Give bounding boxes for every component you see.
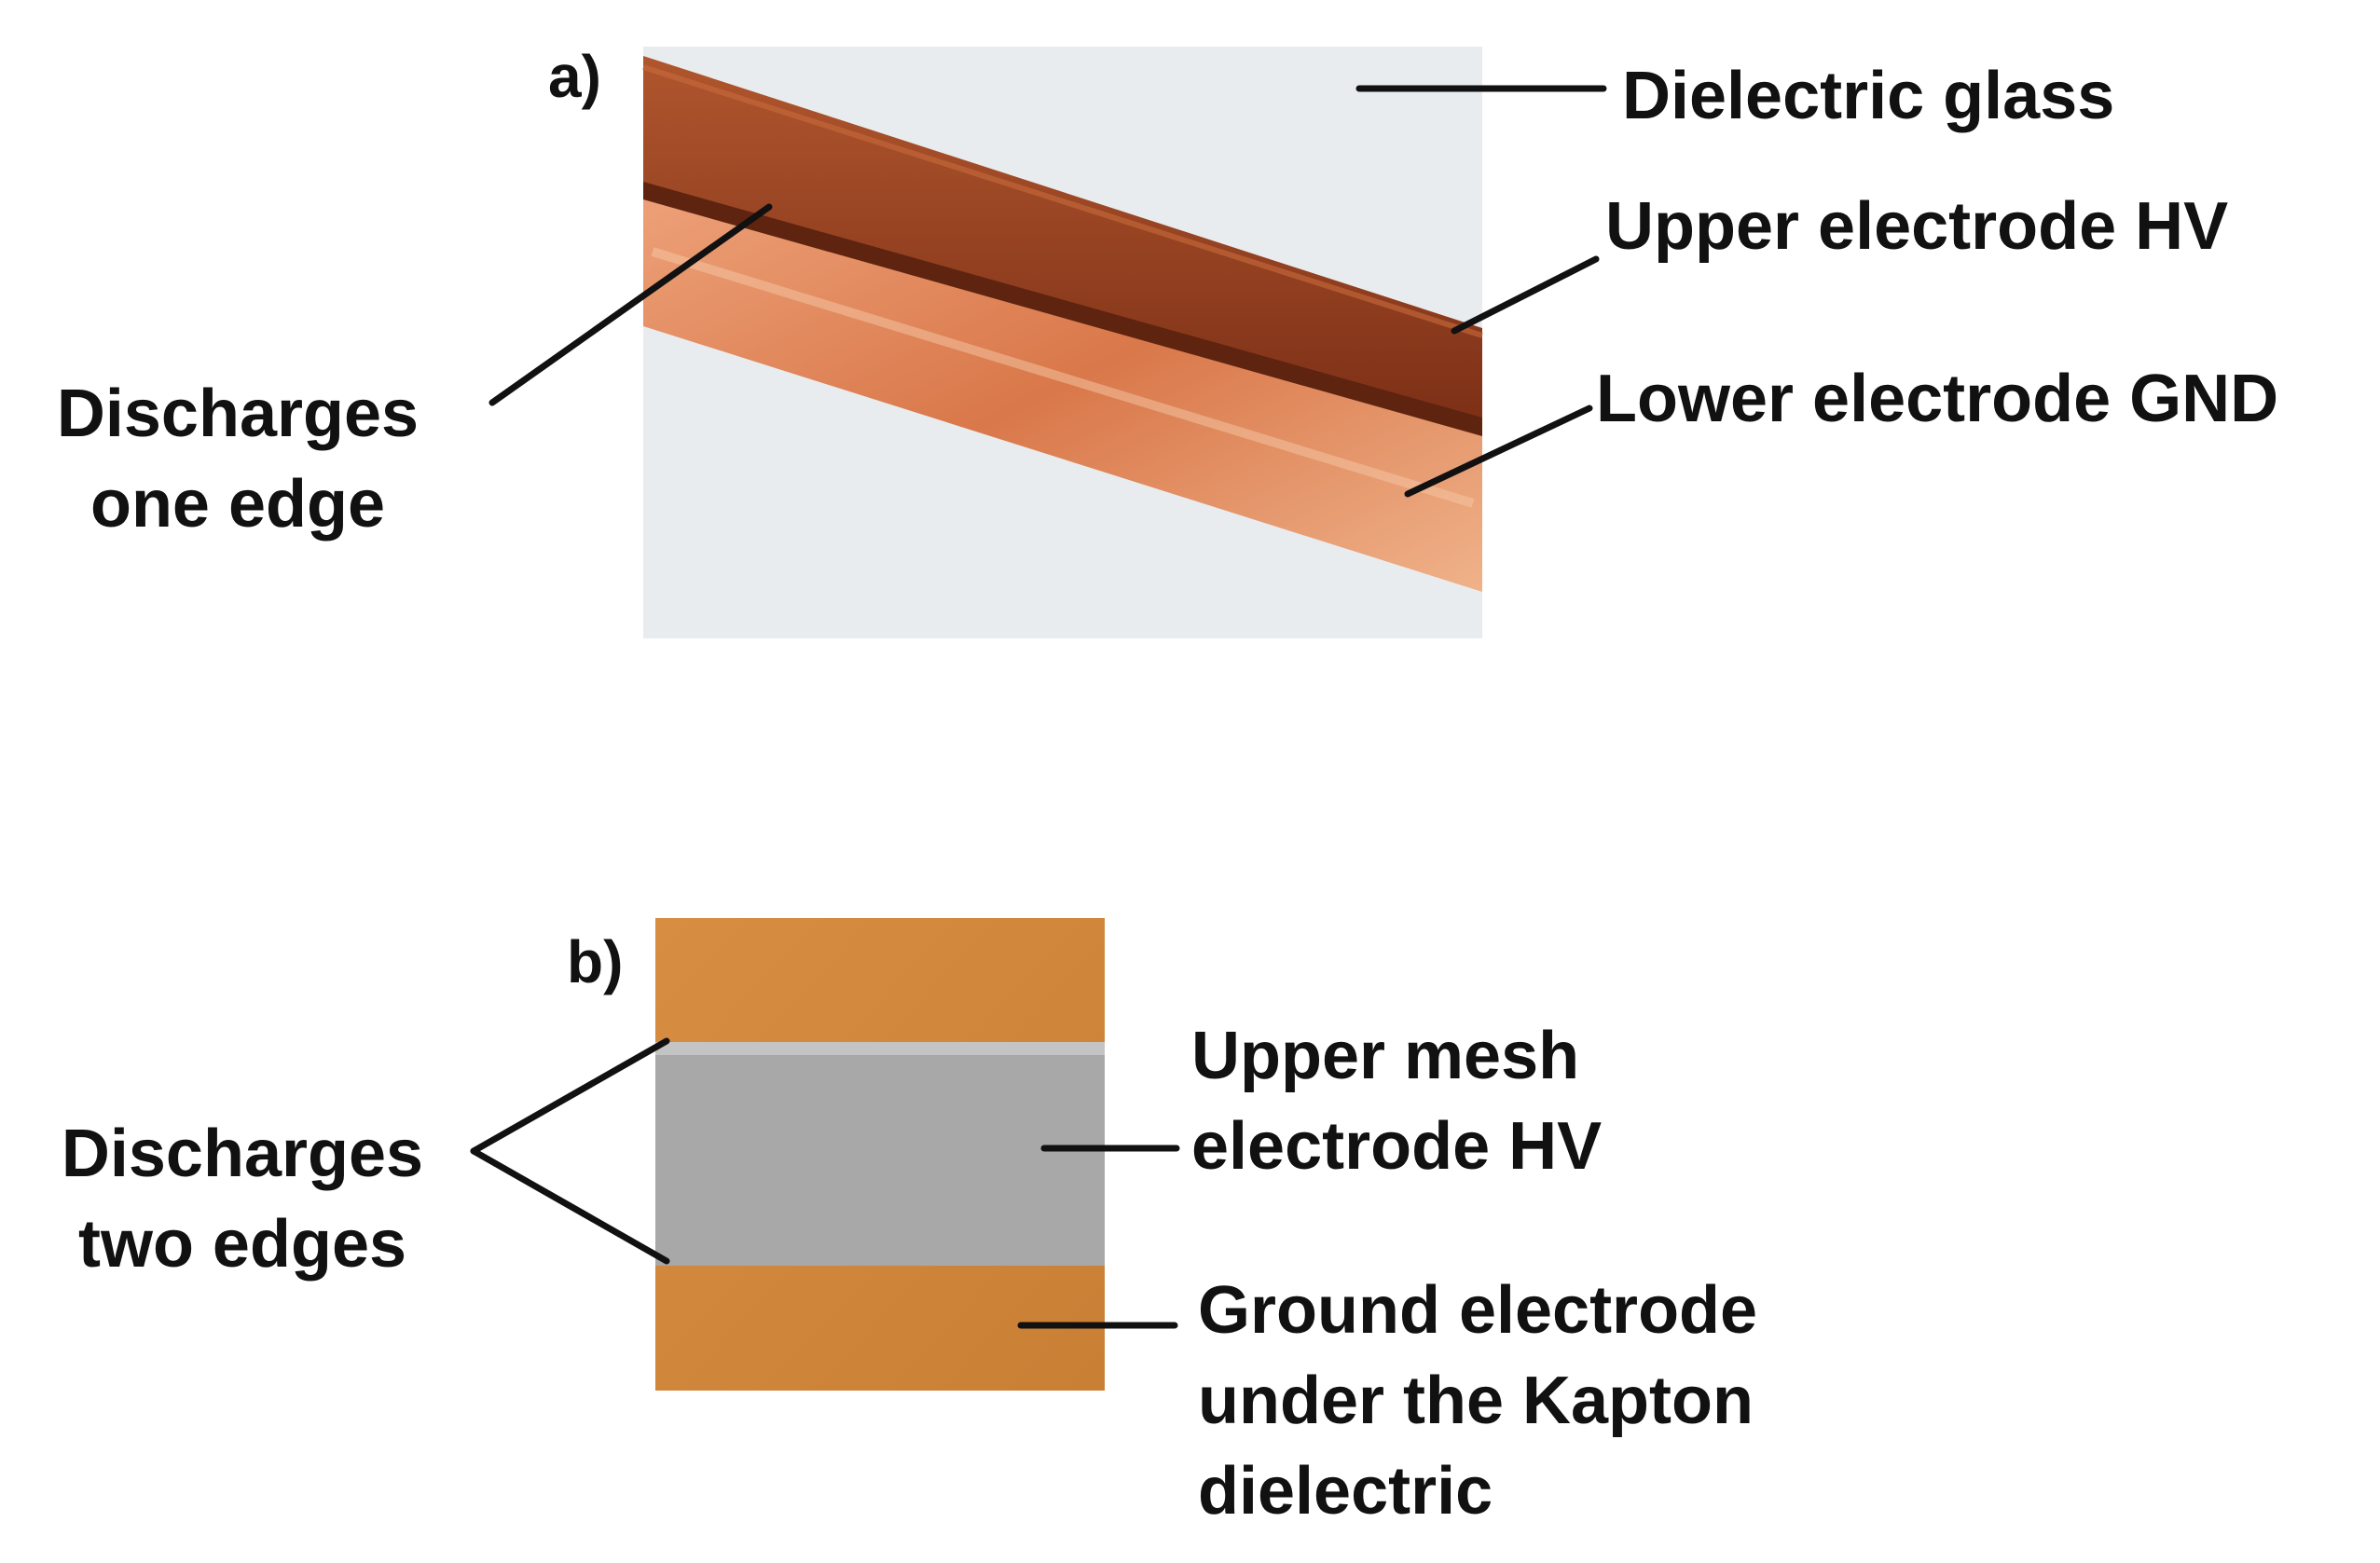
discharges-two-edges-line2: two edges <box>77 1207 407 1282</box>
lower-electrode-highlight <box>651 247 1475 508</box>
mesh-top-highlight <box>655 1042 1105 1055</box>
upper-electrode-highlight <box>642 64 1483 338</box>
upper-electrode-edge <box>643 182 1482 436</box>
upper-mesh-electrode-label: Upper mesh electrode HV <box>1191 1011 1602 1192</box>
leader-discharges-bottom-edge <box>470 1147 670 1265</box>
panel-b-tag: b) <box>567 928 624 995</box>
panel-a-tag: a) <box>548 43 601 110</box>
ground-electrode-line2: under the Kapton <box>1198 1364 1754 1439</box>
leader-discharges-top-edge <box>470 1037 670 1155</box>
lower-electrode-strip <box>643 177 1482 592</box>
upper-mesh-line2: electrode HV <box>1191 1109 1603 1185</box>
lower-electrode-label: Lower electrode GND <box>1596 362 2279 436</box>
discharges-one-edge-line2: one edge <box>89 467 386 542</box>
upper-electrode-label: Upper electrode HV <box>1605 189 2229 264</box>
leader-lines <box>470 85 1607 1329</box>
discharges-two-edges-line1: Discharges <box>61 1117 424 1191</box>
upper-mesh-electrode <box>655 1042 1105 1266</box>
ground-electrode-line1: Ground electrode <box>1198 1273 1758 1348</box>
ground-electrode-line3: dielectric <box>1198 1454 1493 1529</box>
panel-a-photo <box>642 47 1483 638</box>
upper-mesh-line1: Upper mesh <box>1191 1019 1580 1093</box>
leader-lower-electrode <box>1404 404 1593 498</box>
upper-electrode-strip <box>643 56 1482 429</box>
discharges-two-edges-label: Discharges two edges <box>19 1109 466 1290</box>
panel-b-photo <box>655 918 1105 1391</box>
discharges-one-edge-label: Discharges one edge <box>19 369 457 550</box>
discharges-one-edge-line1: Discharges <box>56 377 420 451</box>
ground-electrode-label: Ground electrode under the Kapton dielec… <box>1198 1266 1757 1538</box>
leader-discharges-one-edge <box>488 203 773 406</box>
leader-upper-electrode <box>1451 255 1600 335</box>
dielectric-glass-label: Dielectric glass <box>1622 59 2115 133</box>
